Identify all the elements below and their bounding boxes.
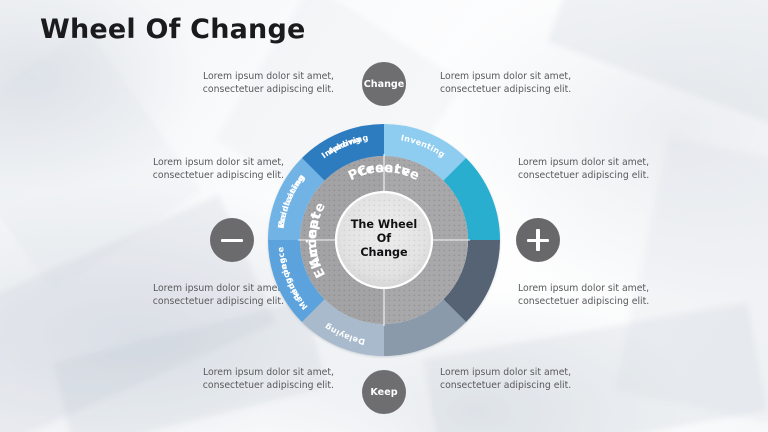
inner-ring-texture [299,156,468,324]
note-top-right: Lorem ipsum dolor sit amet, consectetuer… [440,71,572,96]
outer-segment-inventing[interactable] [443,157,500,240]
outer-segment-delaying[interactable] [268,240,325,323]
note-lower-left: Lorem ipsum dolor sit amet, consectetuer… [152,283,284,308]
outer-segment-making-peace[interactable] [301,299,384,356]
node-plus[interactable] [516,218,560,262]
plus-icon [527,229,549,251]
outer-segment-improving[interactable] [443,240,500,323]
note-bottom-left: Lorem ipsum dolor sit amet, consectetuer… [202,367,334,392]
node-change-label: Change [363,78,405,90]
node-minus[interactable] [210,218,254,262]
outer-segment-eradicating[interactable] [301,124,384,181]
outer-ring-group [268,124,500,356]
node-keep-label: Keep [370,386,398,398]
outer-segment-reducing[interactable] [268,157,325,240]
wheel-of-change-diagram: Adding Inventing Improving Maintaining M… [268,124,500,356]
note-lower-right: Lorem ipsum dolor sit amet, consectetuer… [518,283,650,308]
note-top-left: Lorem ipsum dolor sit amet, consectetuer… [202,71,334,96]
background-texture-streak [547,0,768,131]
note-mid-right: Lorem ipsum dolor sit amet, consectetuer… [518,157,650,182]
note-bottom-right: Lorem ipsum dolor sit amet, consectetuer… [440,367,572,392]
label-eliminate: Eliminate [305,200,329,280]
outer-segment-maintaining[interactable] [384,299,467,356]
node-keep[interactable]: Keep [362,370,406,414]
label-create: Create [355,161,412,181]
note-mid-left: Lorem ipsum dolor sit amet, consectetuer… [152,157,284,182]
wheel-hub-texture [339,195,429,285]
outer-segment-adding[interactable] [384,124,467,181]
slide-title: Wheel Of Change [40,14,306,45]
node-change[interactable]: Change [362,62,406,106]
minus-icon [221,229,243,251]
inner-ring-group [298,154,470,326]
label-accept: Accept [305,210,325,269]
